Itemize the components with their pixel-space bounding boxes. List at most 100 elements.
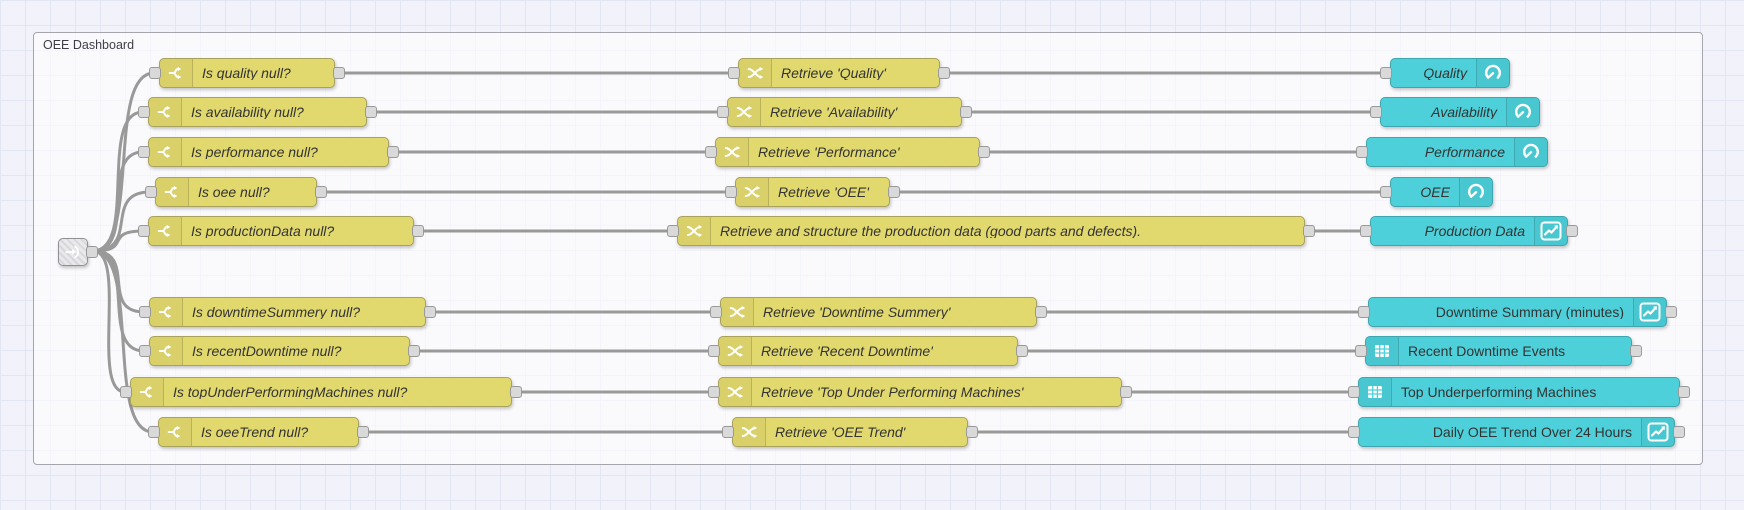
chart-node-downtime-summary[interactable]: Downtime Summary (minutes)	[1358, 297, 1677, 327]
output-port[interactable]	[1678, 386, 1690, 398]
input-port[interactable]	[1358, 306, 1370, 318]
node-label: OEE	[1420, 185, 1450, 199]
chart-node-oee-trend[interactable]: Daily OEE Trend Over 24 Hours	[1348, 417, 1685, 447]
switch-node-oee[interactable]: Is oee null?	[145, 177, 327, 207]
gauge-icon	[1476, 59, 1509, 87]
output-port[interactable]	[1016, 345, 1028, 357]
output-port[interactable]	[357, 426, 369, 438]
input-port[interactable]	[145, 186, 157, 198]
input-port[interactable]	[1360, 225, 1372, 237]
switch-icon	[149, 217, 182, 245]
input-port[interactable]	[728, 67, 740, 79]
input-port[interactable]	[1356, 146, 1368, 158]
change-node-top-underperforming[interactable]: Retrieve 'Top Under Performing Machines'	[708, 377, 1132, 407]
input-port[interactable]	[1380, 186, 1392, 198]
input-port[interactable]	[149, 67, 161, 79]
output-port[interactable]	[1673, 426, 1685, 438]
output-port[interactable]	[315, 186, 327, 198]
switch-node-quality[interactable]: Is quality null?	[149, 58, 345, 88]
input-port[interactable]	[139, 306, 151, 318]
output-port[interactable]	[1566, 225, 1578, 237]
change-node-recent-downtime[interactable]: Retrieve 'Recent Downtime'	[708, 336, 1028, 366]
switch-node-recent-downtime[interactable]: Is recentDowntime null?	[139, 336, 420, 366]
gauge-node-quality[interactable]: Quality	[1380, 58, 1510, 88]
gauge-icon	[1514, 138, 1547, 166]
input-port[interactable]	[708, 386, 720, 398]
change-node-downtime-summary[interactable]: Retrieve 'Downtime Summery'	[710, 297, 1047, 327]
output-port[interactable]	[960, 106, 972, 118]
link-in-icon	[64, 243, 82, 261]
input-port[interactable]	[1380, 67, 1392, 79]
switch-node-downtime-summary[interactable]: Is downtimeSummery null?	[139, 297, 436, 327]
input-port[interactable]	[710, 306, 722, 318]
output-port[interactable]	[365, 106, 377, 118]
input-port[interactable]	[139, 345, 151, 357]
wire[interactable]	[91, 150, 145, 253]
output-port[interactable]	[412, 225, 424, 237]
switch-node-top-underperforming[interactable]: Is topUnderPerformingMachines null?	[120, 377, 522, 407]
chart-node-production-data[interactable]: Production Data	[1360, 216, 1578, 246]
switch-node-production-data[interactable]: Is productionData null?	[138, 216, 424, 246]
input-port[interactable]	[708, 345, 720, 357]
wire[interactable]	[91, 249, 127, 394]
input-port[interactable]	[1355, 345, 1367, 357]
change-icon	[733, 418, 766, 446]
wire[interactable]	[91, 249, 155, 434]
input-port[interactable]	[1370, 106, 1382, 118]
change-node-oee-trend[interactable]: Retrieve 'OEE Trend'	[722, 417, 978, 447]
input-port[interactable]	[138, 106, 150, 118]
output-port[interactable]	[978, 146, 990, 158]
wire[interactable]	[91, 229, 145, 253]
change-node-production-data[interactable]: Retrieve and structure the production da…	[667, 216, 1315, 246]
output-port[interactable]	[1630, 345, 1642, 357]
wire[interactable]	[91, 190, 152, 253]
output-port[interactable]	[387, 146, 399, 158]
link-in-node[interactable]	[58, 238, 98, 266]
node-label: Is downtimeSummery null?	[192, 305, 361, 319]
output-port[interactable]	[1035, 306, 1047, 318]
output-port[interactable]	[1120, 386, 1132, 398]
switch-icon	[131, 378, 164, 406]
node-label: Is quality null?	[202, 66, 291, 80]
switch-node-oee-trend[interactable]: Is oeeTrend null?	[148, 417, 369, 447]
input-port[interactable]	[148, 426, 160, 438]
output-port[interactable]	[408, 345, 420, 357]
input-port[interactable]	[138, 146, 150, 158]
change-icon	[716, 138, 749, 166]
input-port[interactable]	[717, 106, 729, 118]
output-port[interactable]	[966, 426, 978, 438]
output-port[interactable]	[888, 186, 900, 198]
change-node-oee[interactable]: Retrieve 'OEE'	[725, 177, 900, 207]
node-label: Is recentDowntime null?	[192, 344, 342, 358]
input-port[interactable]	[705, 146, 717, 158]
change-node-availability[interactable]: Retrieve 'Availability'	[717, 97, 972, 127]
table-node-top-underperforming[interactable]: Top Underperforming Machines	[1348, 377, 1690, 407]
change-node-performance[interactable]: Retrieve 'Performance'	[705, 137, 990, 167]
change-icon	[739, 59, 772, 87]
table-node-recent-downtime[interactable]: Recent Downtime Events	[1355, 336, 1642, 366]
output-port[interactable]	[424, 306, 436, 318]
gauge-node-performance[interactable]: Performance	[1356, 137, 1548, 167]
table-icon	[1359, 378, 1392, 406]
node-label: Retrieve and structure the production da…	[720, 224, 1142, 238]
output-port[interactable]	[510, 386, 522, 398]
output-port[interactable]	[1303, 225, 1315, 237]
input-port[interactable]	[725, 186, 737, 198]
gauge-node-oee[interactable]: OEE	[1380, 177, 1493, 207]
output-port[interactable]	[86, 246, 98, 258]
output-port[interactable]	[333, 67, 345, 79]
switch-node-availability[interactable]: Is availability null?	[138, 97, 377, 127]
input-port[interactable]	[1348, 386, 1360, 398]
input-port[interactable]	[722, 426, 734, 438]
gauge-node-availability[interactable]: Availability	[1370, 97, 1540, 127]
input-port[interactable]	[1348, 426, 1360, 438]
switch-node-performance[interactable]: Is performance null?	[138, 137, 399, 167]
node-label: Retrieve 'Quality'	[781, 66, 886, 80]
input-port[interactable]	[667, 225, 679, 237]
output-port[interactable]	[938, 67, 950, 79]
input-port[interactable]	[138, 225, 150, 237]
output-port[interactable]	[1665, 306, 1677, 318]
input-port[interactable]	[120, 386, 132, 398]
change-node-quality[interactable]: Retrieve 'Quality'	[728, 58, 950, 88]
